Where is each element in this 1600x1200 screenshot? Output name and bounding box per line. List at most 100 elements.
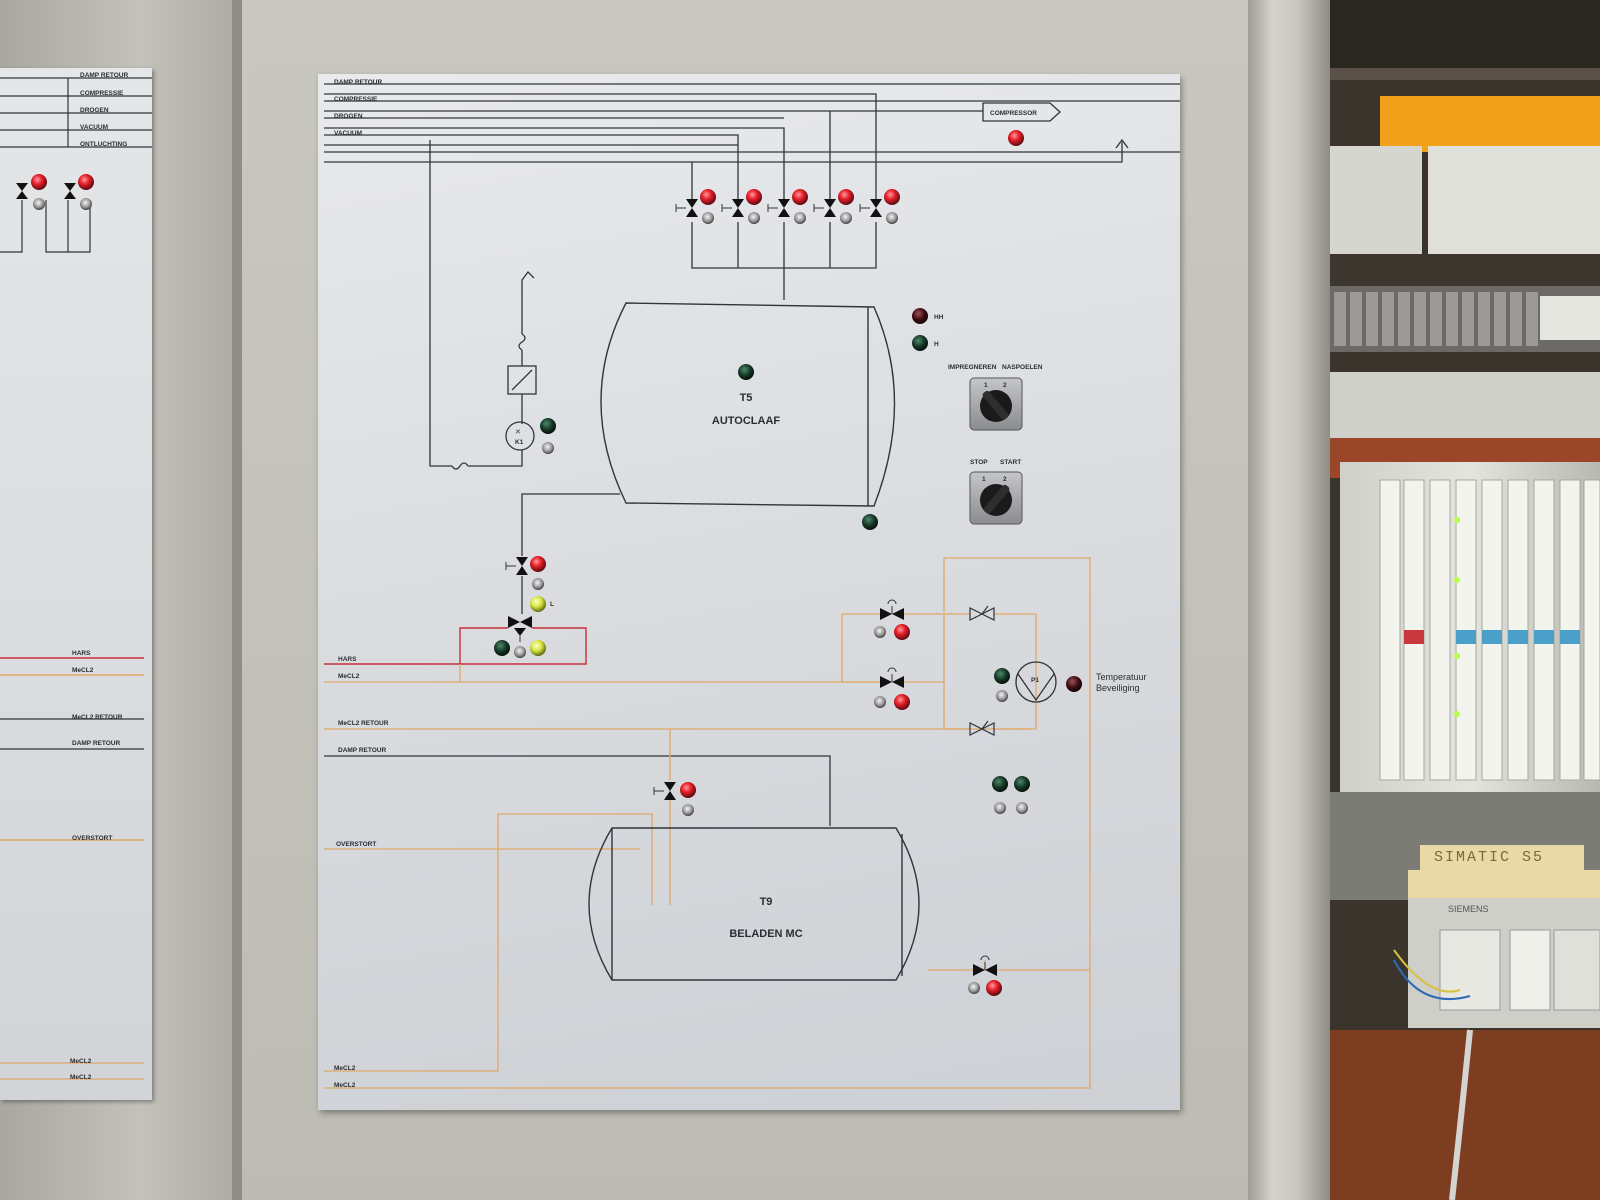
toggle-t9-valve[interactable] bbox=[968, 982, 980, 994]
tank-labels: T5 AUTOCLAAF T9 BELADEN MC bbox=[712, 392, 803, 940]
tank-t5-name: AUTOCLAAF bbox=[712, 415, 781, 427]
lamp-valve-1 bbox=[700, 189, 716, 205]
label-stop: STOP bbox=[970, 459, 988, 466]
label-impregneren: IMPREGNEREN bbox=[948, 364, 997, 371]
toggle-right-1[interactable] bbox=[994, 802, 1006, 814]
tank-t9-id: T9 bbox=[760, 896, 773, 908]
toggle-valve-4[interactable] bbox=[840, 212, 852, 224]
left-label-mecl2-b1: MeCL2 bbox=[70, 1058, 92, 1065]
cabinet-interior-drawing: SIEMENS bbox=[1330, 0, 1600, 1200]
toggle-right-valve-1[interactable] bbox=[874, 626, 886, 638]
label-damp-retour: DAMP RETOUR bbox=[338, 747, 386, 754]
lamp-right-valve-1 bbox=[894, 624, 910, 640]
label-mecl2-bottom-2: MeCL2 bbox=[334, 1082, 356, 1089]
valve-symbols bbox=[508, 199, 997, 976]
label-overstort: OVERSTORT bbox=[336, 841, 376, 848]
toggle-valve-1[interactable] bbox=[702, 212, 714, 224]
hand-valves bbox=[969, 605, 995, 736]
left-panel-toggles[interactable] bbox=[33, 198, 92, 210]
main-panel-dark-lines: ✕ bbox=[324, 83, 1180, 826]
label-level-hh: HH bbox=[934, 314, 944, 321]
label-damp-retour-top: DAMP RETOUR bbox=[334, 79, 382, 86]
lamp-hars-1 bbox=[494, 640, 510, 656]
toggle-valve-2[interactable] bbox=[748, 212, 760, 224]
label-start: START bbox=[1000, 459, 1021, 466]
label-compressie: COMPRESSIE bbox=[334, 96, 378, 103]
lamp-t9-valve bbox=[986, 980, 1002, 996]
label-mecl2-retour: MeCL2 RETOUR bbox=[338, 720, 389, 727]
siemens-brand: SIEMENS bbox=[1448, 904, 1489, 914]
selector-stop-start[interactable] bbox=[969, 471, 1023, 525]
toggle-motor-k1[interactable] bbox=[542, 442, 554, 454]
left-panel-colored-lines bbox=[0, 657, 144, 1080]
lamp-level-l bbox=[530, 596, 546, 612]
label-switch2-pos1: 1 bbox=[982, 476, 986, 483]
door-frame bbox=[1248, 0, 1330, 1200]
tank-t9-beladen-mc bbox=[588, 827, 920, 981]
lamp-valve-5 bbox=[884, 189, 900, 205]
label-level-l: L bbox=[550, 601, 554, 608]
left-lamp-red-1 bbox=[31, 174, 47, 190]
label-pump-p1: P1 bbox=[1031, 677, 1039, 684]
left-label-vacuum: VACUUM bbox=[80, 124, 108, 131]
selector-impregneren-naspoelen[interactable] bbox=[969, 377, 1023, 431]
toggle-bottom-valve[interactable] bbox=[682, 804, 694, 816]
toggle-valve-3[interactable] bbox=[794, 212, 806, 224]
lamp-column-valve bbox=[530, 556, 546, 572]
left-toggle-2[interactable] bbox=[80, 198, 92, 210]
lamp-motor-k1 bbox=[540, 418, 556, 434]
label-compressor: COMPRESSOR bbox=[990, 110, 1037, 117]
left-panel-labels: DAMP RETOUR COMPRESSIE DROGEN VACUUM ONT… bbox=[70, 72, 128, 1081]
label-mecl2: MeCL2 bbox=[338, 673, 360, 680]
lamp-t5-center bbox=[738, 364, 754, 380]
cabinet-gap bbox=[232, 0, 242, 1200]
left-label-ontluchting: ONTLUCHTING bbox=[80, 141, 127, 148]
tank-t5-autoclaaf bbox=[600, 302, 896, 507]
lamp-valve-4 bbox=[838, 189, 854, 205]
lamp-right-valve-2 bbox=[894, 694, 910, 710]
toggle-column-valve[interactable] bbox=[532, 578, 544, 590]
label-switch2-pos2: 2 bbox=[1003, 476, 1007, 483]
left-label-mecl2-b2: MeCL2 bbox=[70, 1074, 92, 1081]
toggle-hars[interactable] bbox=[514, 646, 526, 658]
lamp-level-hh bbox=[912, 308, 928, 324]
valve-actuators bbox=[505, 204, 990, 970]
lamp-t5-bottom bbox=[862, 514, 878, 530]
left-mimic-panel bbox=[0, 68, 152, 1100]
toggle-right-valve-2[interactable] bbox=[874, 696, 886, 708]
main-panel-orange-lines bbox=[324, 557, 1091, 1089]
tank-t9-name: BELADEN MC bbox=[729, 928, 802, 940]
left-panel-lines bbox=[0, 77, 152, 750]
lamp-valve-3 bbox=[792, 189, 808, 205]
lamp-compressor bbox=[1008, 130, 1024, 146]
label-vacuum: VACUUM bbox=[334, 130, 362, 137]
left-toggle-1[interactable] bbox=[33, 198, 45, 210]
toggle-right-2[interactable] bbox=[1016, 802, 1028, 814]
toggle-pump-p1[interactable] bbox=[996, 690, 1008, 702]
toggle-valve-5[interactable] bbox=[886, 212, 898, 224]
label-switch1-pos1: 1 bbox=[984, 382, 988, 389]
label-beveiliging: Beveiliging bbox=[1096, 683, 1140, 693]
left-label-overstort: OVERSTORT bbox=[72, 835, 112, 842]
lamp-right-1 bbox=[992, 776, 1008, 792]
main-panel-labels: DAMP RETOUR COMPRESSIE DROGEN VACUUM COM… bbox=[334, 79, 1043, 1089]
label-motor-k1: K1 bbox=[515, 439, 524, 446]
left-label-compressie: COMPRESSIE bbox=[80, 90, 124, 97]
label-naspoelen: NASPOELEN bbox=[1002, 364, 1043, 371]
label-switch1-pos2: 2 bbox=[1003, 382, 1007, 389]
lamp-level-h bbox=[912, 335, 928, 351]
temperature-label: Temperatuur Beveiliging bbox=[1096, 672, 1147, 693]
left-label-damp-retour: DAMP RETOUR bbox=[80, 72, 128, 79]
label-hars: HARS bbox=[338, 656, 357, 663]
left-label-hars: HARS bbox=[72, 650, 91, 657]
main-mimic-panel bbox=[318, 74, 1180, 1110]
indicator-lamps bbox=[494, 130, 1082, 996]
toggle-switches[interactable] bbox=[514, 212, 1028, 994]
left-panel-valves bbox=[16, 183, 76, 199]
label-drogen: DROGEN bbox=[334, 113, 363, 120]
lamp-right-2 bbox=[1014, 776, 1030, 792]
lamp-hars-2 bbox=[530, 640, 546, 656]
label-mecl2-bottom-1: MeCL2 bbox=[334, 1065, 356, 1072]
simatic-s5-label: SIMATIC S5 bbox=[1420, 845, 1584, 871]
